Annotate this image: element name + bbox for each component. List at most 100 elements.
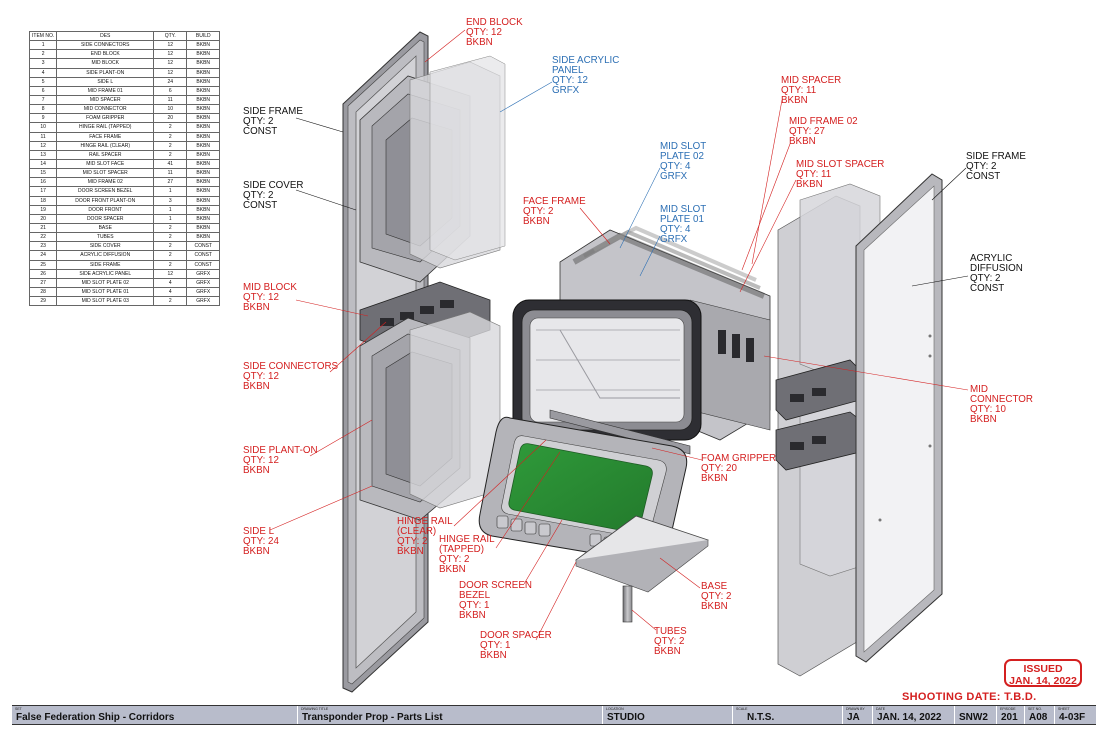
cell-build: GRFX bbox=[186, 277, 221, 288]
cell-qty: 11 bbox=[153, 94, 188, 106]
callout-door-spacer: DOOR SPACER QTY: 1 BKBN bbox=[480, 630, 552, 661]
cell-item-no: 8 bbox=[28, 104, 58, 115]
cell-qty: 1 bbox=[153, 213, 188, 224]
tb-drawing-title-caption: DRAWING TITLE bbox=[301, 707, 329, 711]
cell-qty: 2 bbox=[153, 122, 188, 133]
cell-description: MID BLOCK bbox=[56, 58, 155, 69]
callout-base: BASE QTY: 2 BKBN bbox=[701, 581, 732, 612]
tb-drawn-by-cell: DRAWN BY JA bbox=[842, 706, 873, 724]
cell-description: HINGE RAIL (CLEAR) bbox=[56, 140, 155, 151]
cell-item-no: 12 bbox=[28, 140, 58, 151]
cell-qty: 2 bbox=[153, 296, 188, 307]
cell-qty: 2 bbox=[153, 241, 188, 252]
cell-build: BKBN bbox=[186, 158, 221, 170]
cell-description: MID SLOT PLATE 02 bbox=[56, 277, 155, 288]
cell-description: TUBES bbox=[56, 232, 155, 243]
cell-item-no: 7 bbox=[28, 94, 58, 106]
tb-set-caption: SET bbox=[15, 707, 22, 711]
cell-item-no: 16 bbox=[28, 177, 58, 188]
cell-item-no: 3 bbox=[28, 58, 58, 69]
cell-build: CONST bbox=[186, 250, 221, 261]
callout-hinge-rail-clear: HINGE RAIL (CLEAR) QTY: 2 BKBN bbox=[397, 516, 453, 557]
cell-description: MID SLOT SPACER bbox=[56, 168, 155, 179]
tb-set: False Federation Ship - Corridors bbox=[16, 712, 175, 723]
cell-description: MID SLOT PLATE 01 bbox=[56, 286, 155, 298]
tb-drawing-title: Transponder Prop - Parts List bbox=[302, 712, 443, 723]
cell-build: GRFX bbox=[186, 296, 221, 307]
cell-qty: 12 bbox=[153, 40, 188, 51]
cell-qty: 2 bbox=[153, 131, 188, 142]
callout-acrylic-diffusion: ACRYLIC DIFFUSION QTY: 2 CONST bbox=[970, 253, 1023, 294]
shooting-date: SHOOTING DATE: T.B.D. bbox=[902, 691, 1037, 703]
cell-description: ACRYLIC DIFFUSION bbox=[56, 250, 155, 261]
callout-mid-frame-02: MID FRAME 02 QTY: 27 BKBN bbox=[789, 116, 858, 147]
cell-build: BKBN bbox=[186, 85, 221, 96]
cell-item-no: 4 bbox=[28, 67, 58, 78]
cell-qty: 12 bbox=[153, 58, 188, 69]
tb-episode-caption: EPISODE bbox=[1000, 707, 1016, 711]
cell-item-no: 23 bbox=[28, 241, 58, 252]
tb-set-no-caption: SET NO. bbox=[1028, 707, 1042, 711]
cell-description: MID SLOT FACE bbox=[56, 158, 155, 170]
stamp-line1: ISSUED bbox=[1023, 663, 1063, 675]
callout-side-acrylic-panel: SIDE ACRYLIC PANEL QTY: 12 GRFX bbox=[552, 55, 620, 96]
cell-description: DOOR FRONT PLANT-ON bbox=[56, 195, 155, 206]
cell-build: BKBN bbox=[186, 168, 221, 179]
cell-item-no: 29 bbox=[28, 296, 58, 307]
cell-item-no: 9 bbox=[28, 113, 58, 124]
cell-qty: 6 bbox=[153, 85, 188, 96]
cell-build: BKBN bbox=[186, 140, 221, 151]
cell-build: BKBN bbox=[186, 232, 221, 243]
callout-mid-block: MID BLOCK QTY: 12 BKBN bbox=[243, 282, 297, 313]
tb-location: STUDIO bbox=[607, 712, 645, 723]
cell-build: BKBN bbox=[186, 149, 221, 160]
callout-side-connectors: SIDE CONNECTORS QTY: 12 BKBN bbox=[243, 361, 339, 392]
cell-qty: 24 bbox=[153, 76, 188, 87]
callout-tubes: TUBES QTY: 2 BKBN bbox=[654, 626, 687, 657]
cell-description: DOOR SPACER bbox=[56, 213, 155, 224]
cell-item-no: 25 bbox=[28, 259, 58, 270]
cell-qty: 2 bbox=[153, 250, 188, 261]
cell-description: MID FRAME 01 bbox=[56, 85, 155, 96]
callout-mid-connector: MID CONNECTOR QTY: 10 BKBN bbox=[970, 384, 1033, 425]
cell-item-no: 27 bbox=[28, 277, 58, 288]
tb-location-caption: LOCATION bbox=[606, 707, 624, 711]
callout-foam-gripper: FOAM GRIPPER QTY: 20 BKBN bbox=[701, 453, 777, 484]
tb-scale: N.T.S. bbox=[747, 712, 775, 723]
cell-description: MID SLOT PLATE 03 bbox=[56, 296, 155, 307]
cell-build: BKBN bbox=[186, 186, 221, 197]
cell-description: END BLOCK bbox=[56, 49, 155, 60]
cell-build: BKBN bbox=[186, 113, 221, 124]
issued-stamp: ISSUED JAN. 14, 2022 bbox=[1004, 659, 1082, 687]
cell-description: MID CONNECTOR bbox=[56, 104, 155, 115]
cell-item-no: 24 bbox=[28, 250, 58, 261]
cell-description: RAIL SPACER bbox=[56, 149, 155, 160]
cell-description: SIDE CONNECTORS bbox=[56, 40, 155, 51]
tb-drawing-title-cell: DRAWING TITLE Transponder Prop - Parts L… bbox=[297, 706, 603, 724]
cell-item-no: 17 bbox=[28, 186, 58, 197]
cell-qty: 4 bbox=[153, 277, 188, 288]
cell-build: BKBN bbox=[186, 49, 221, 60]
cell-item-no: 21 bbox=[28, 222, 58, 234]
cell-build: BKBN bbox=[186, 104, 221, 115]
tb-date-caption: DATE bbox=[876, 707, 886, 711]
left-side-assembly bbox=[342, 31, 506, 693]
cell-description: MID FRAME 02 bbox=[56, 177, 155, 188]
cell-qty: 41 bbox=[153, 158, 188, 170]
cell-qty: 2 bbox=[153, 232, 188, 243]
callout-side-frame-right: SIDE FRAME QTY: 2 CONST bbox=[966, 151, 1026, 182]
cell-description: DOOR SCREEN BEZEL bbox=[56, 186, 155, 197]
